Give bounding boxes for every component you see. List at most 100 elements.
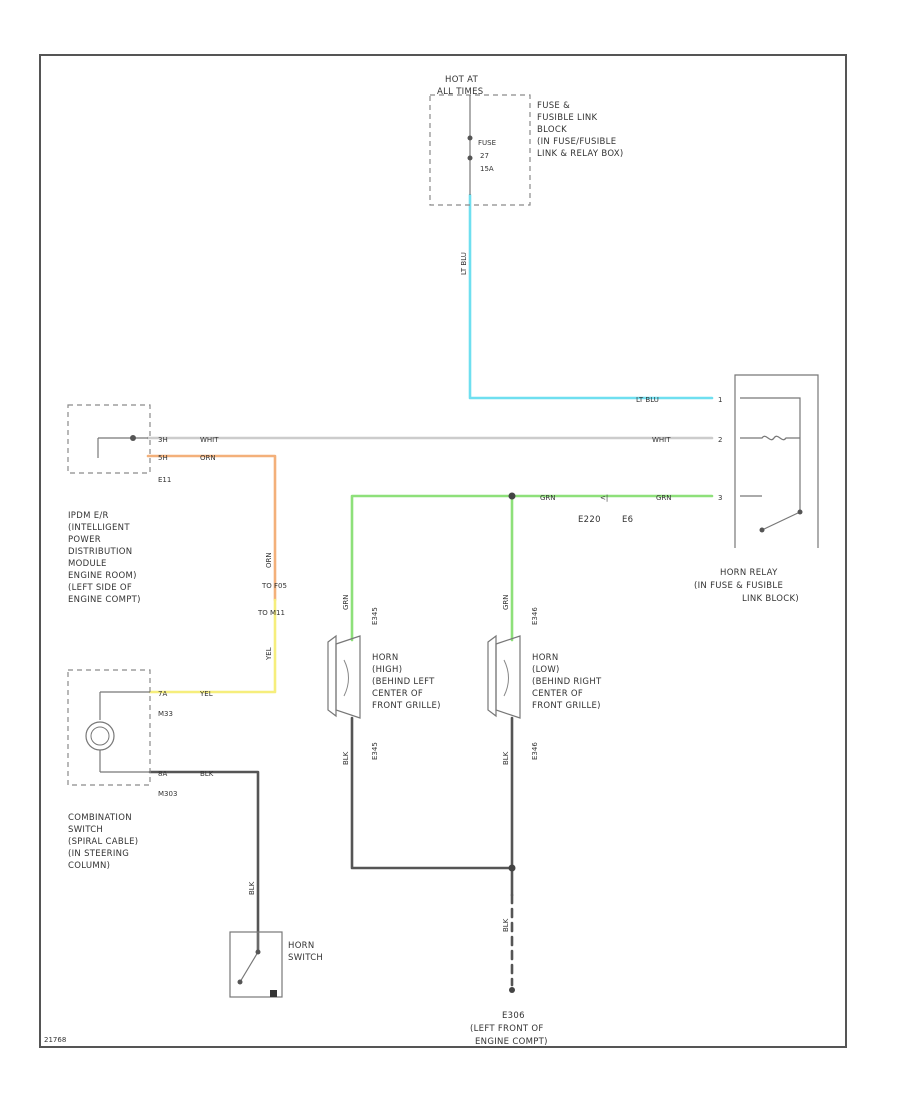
ipdm-relay-icon [130,435,136,441]
ground-id: E306 [502,1011,525,1021]
combo-desc-4: (IN STEERING [68,849,129,859]
horn-switch-desc-2: SWITCH [288,953,323,963]
horn-high-desc-1: HORN [372,653,399,663]
combo-connector-bottom: M303 [158,790,177,798]
ipdm-desc-4: DISTRIBUTION [68,547,132,557]
diagram-code: 21768 [44,1036,66,1044]
wire-label-blk-combo: BLK [200,770,214,778]
ground-point [509,987,515,993]
diagram-frame [39,54,847,1048]
horn-relay-desc-1: HORN RELAY [720,568,778,578]
ground-icon [270,990,277,997]
wire-blk-horn-high [350,716,514,870]
horn-low-desc-5: FRONT GRILLE) [532,701,601,711]
combo-desc-2: SWITCH [68,825,103,835]
ipdm-desc-7: (LEFT SIDE OF [68,583,132,593]
relay-coil-icon [740,435,800,441]
wire-label-blk-horn-high: BLK [342,751,350,765]
horn-high-connector-bottom: E345 [371,742,379,760]
connector-symbol: <| [600,494,608,502]
to-f05-label: TO F05 [261,582,287,590]
horn-high-desc-5: FRONT GRILLE) [372,701,441,711]
horn-high-desc-4: CENTER OF [372,689,423,699]
ipdm-desc-1: IPDM E/R [68,511,109,521]
relay-pin-1: 1 [718,396,722,404]
wire-label-orn-ipdm: ORN [200,454,216,462]
ground-desc-2: ENGINE COMPT) [475,1037,548,1047]
fuse-amp: 15A [480,165,494,173]
fuse-block-desc-5: LINK & RELAY BOX) [537,149,624,159]
wire-label-blk-horn-switch: BLK [248,881,256,895]
relay-switch-icon [761,511,801,531]
combo-connector-top: M33 [158,710,173,718]
combo-desc-3: (SPIRAL CABLE) [68,837,138,847]
horn-low-connector-bottom: E346 [531,742,539,760]
horn-high-desc-3: (BEHIND LEFT [372,677,435,687]
wire-label-grn-horn-high: GRN [342,594,350,610]
all-times-label: ALL TIMES [437,87,484,97]
combo-pin-bottom: 8A [158,770,167,778]
ground-e306: BLK E306 (LEFT FRONT OF ENGINE COMPT) [470,918,548,1047]
junction-dot-grn [508,492,516,500]
ipdm-pin-b: 5H [158,454,168,462]
ipdm-desc-8: ENGINE COMPT) [68,595,141,605]
wire-label-grn-horn-low: GRN [502,594,510,610]
combo-pin-top: 7A [158,690,167,698]
ipdm-module: 3H 5H E11 WHIT ORN IPDM E/R (INTELLIGENT… [67,404,219,605]
wire-label-blk-ground: BLK [502,918,510,932]
horn-relay-desc-2: (IN FUSE & FUSIBLE [694,581,783,591]
fuse-block-desc-4: (IN FUSE/FUSIBLE [537,137,616,147]
horn-relay-bracket [734,374,819,548]
wire-blk-combo [148,770,260,954]
horn-high: GRN E345 HORN (HIGH) (BEHIND LEFT CENTER… [327,594,441,765]
horn-switch-box [229,931,283,998]
to-m11-label: TO M11 [257,609,285,617]
combo-desc-5: COLUMN) [68,861,110,871]
horn-low: GRN E346 HORN (LOW) (BEHIND RIGHT CENTER… [487,594,602,765]
ipdm-pin-a: 3H [158,436,168,444]
horn-switch: BLK HORN SWITCH [229,881,323,998]
wires [146,193,714,987]
ipdm-desc-3: POWER [68,535,101,545]
junction-dot-blk [508,864,516,872]
horn-low-desc-4: CENTER OF [532,689,583,699]
wire-lt-blu [468,193,714,400]
wire-label-grn-mid: GRN [540,494,556,502]
fuse-block-desc-1: FUSE & [537,101,570,111]
wire-label-blk-horn-low: BLK [502,751,510,765]
horn-low-desc-1: HORN [532,653,559,663]
horn-low-desc-2: (LOW) [532,665,560,675]
horn-high-desc-2: (HIGH) [372,665,402,675]
wire-label-whit-relay: WHIT [652,436,671,444]
connector-e220: E220 [578,515,601,525]
fuse-block-desc-2: FUSIBLE LINK [537,113,598,123]
combination-switch: ORN TO F05 TO M11 YEL 7A YEL M33 8A BLK … [67,552,287,871]
wire-label-lt-blu-relay: LT BLU [636,396,659,404]
fuse-block: HOT AT ALL TIMES FUSE 27 15A FUSE & FUSI… [429,75,624,275]
horn-relay-desc-3: LINK BLOCK) [742,594,799,604]
horn-relay: 1 2 3 LT BLU WHIT GRN GRN <| E220 E6 HOR… [540,374,819,604]
fuse-icon [467,135,473,141]
horn-switch-desc-1: HORN [288,941,315,951]
relay-pin-3: 3 [718,494,722,502]
spiral-cable-icon [85,721,115,751]
horn-low-connector-top: E346 [531,607,539,625]
ipdm-desc-6: ENGINE ROOM) [68,571,137,581]
ipdm-desc-5: MODULE [68,559,107,569]
wire-label-yel-horizontal: YEL [199,690,213,698]
wire-label-lt-blu-vertical: LT BLU [460,252,468,275]
horn-high-connector-top: E345 [371,607,379,625]
wire-yel [148,598,277,694]
wire-label-yel-vertical: YEL [265,647,273,661]
combo-desc-1: COMBINATION [68,813,132,823]
wire-label-orn-vertical: ORN [265,552,273,568]
wire-grn-main [350,494,714,642]
ipdm-connector: E11 [158,476,171,484]
combination-switch-box [67,669,151,786]
fuse-number: 27 [480,152,489,160]
hot-at-label: HOT AT [445,75,479,85]
fuse-block-box [429,94,531,206]
ground-desc-1: (LEFT FRONT OF [470,1024,544,1034]
wire-label-grn-relay: GRN [656,494,672,502]
